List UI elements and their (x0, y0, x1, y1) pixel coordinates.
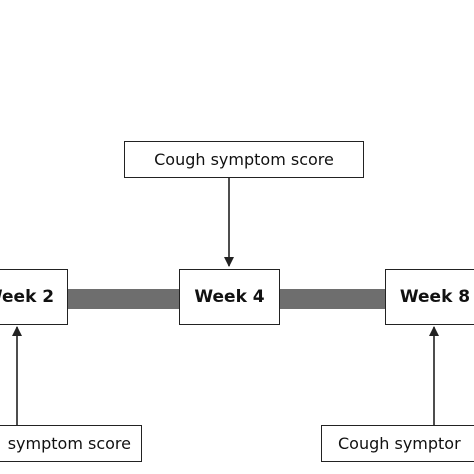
score-label-right: Cough symptor (338, 434, 461, 453)
week-8-label: Week 8 (399, 287, 471, 307)
timeline-bar-week4-week8 (280, 289, 386, 309)
week-4-box: Week 4 (179, 269, 280, 325)
score-label-left: symptom score (7, 434, 131, 453)
week-4-label: Week 4 (194, 287, 265, 307)
score-box-right: Cough symptor (321, 425, 474, 462)
week-8-box: Week 8 (385, 269, 474, 325)
week-2-label: Week 2 (0, 287, 55, 307)
score-box-top: Cough symptom score (124, 141, 364, 178)
score-label-top: Cough symptom score (154, 150, 334, 169)
week-2-box: Week 2 (0, 269, 68, 325)
score-box-left: symptom score (0, 425, 142, 462)
timeline-bar-week2-week4 (68, 289, 180, 309)
